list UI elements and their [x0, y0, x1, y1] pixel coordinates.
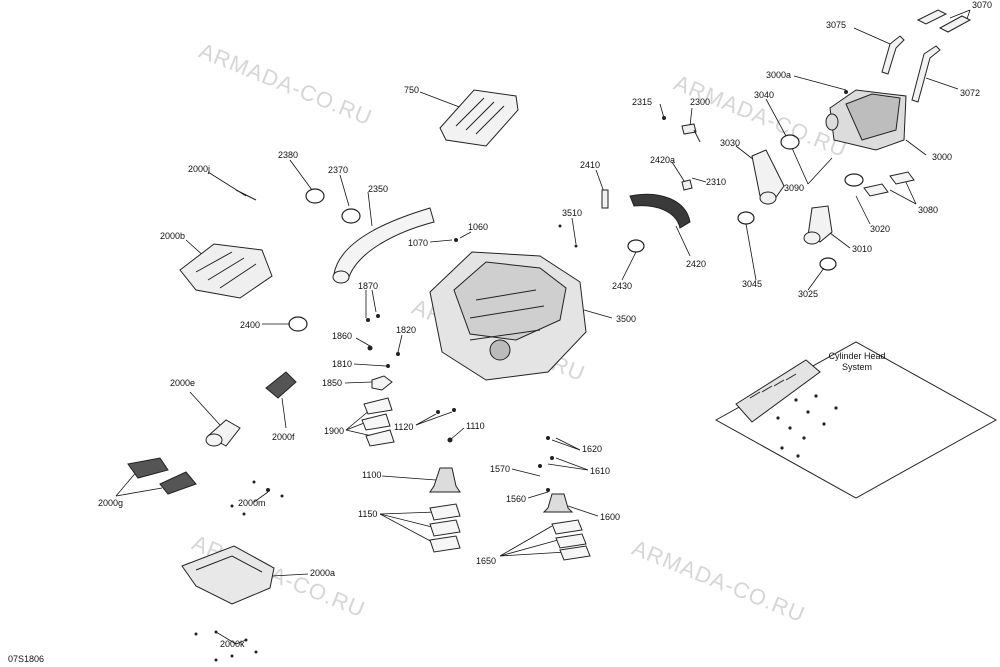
callout-1150: 1150 [358, 509, 378, 519]
callout-2310: 2310 [706, 177, 727, 187]
cylinder-head-box-title: Cylinder Head System [828, 351, 886, 372]
callout-2000f: 2000f [272, 432, 295, 442]
engine-assembly-part [429, 251, 587, 381]
callout-1560: 1560 [506, 494, 527, 504]
clamp-parts [288, 134, 864, 332]
strap-parts [881, 9, 972, 103]
sensor-fitting-parts [601, 123, 701, 209]
callout-3000: 3000 [932, 152, 953, 162]
callout-2380: 2380 [278, 150, 299, 160]
callout-1650: 1650 [476, 556, 497, 566]
callout-2000a: 2000a [310, 568, 336, 578]
callout-750: 750 [404, 85, 420, 95]
callout-2420a: 2420a [650, 155, 676, 165]
callout-1070: 1070 [408, 238, 429, 248]
callout-3020: 3020 [870, 224, 891, 234]
callout-1100: 1100 [362, 470, 382, 480]
callout-1620: 1620 [582, 444, 603, 454]
callout-3025: 3025 [798, 289, 819, 299]
cylinder-head-part [735, 359, 821, 423]
callout-2400: 2400 [240, 320, 261, 330]
callout-2370: 2370 [328, 165, 349, 175]
callout-3045: 3045 [742, 279, 763, 289]
callout-3072: 3072 [960, 88, 981, 98]
intercooler-part [825, 89, 907, 151]
callout-1110: 1110 [466, 421, 485, 431]
callout-3010: 3010 [852, 244, 873, 254]
engine-cover-part [439, 89, 519, 147]
document-number: 07S1806 [8, 654, 45, 664]
mount-plate-part [371, 375, 393, 391]
callout-3075: 3075 [826, 20, 847, 30]
pad-parts [863, 171, 915, 197]
intercooler-hose-parts [751, 149, 833, 245]
callout-2350: 2350 [368, 184, 389, 194]
cylinder-head-bolts [776, 394, 838, 458]
intake-duct-part [332, 207, 435, 284]
callout-1820: 1820 [396, 325, 417, 335]
callout-3030: 3030 [720, 138, 741, 148]
intake-manifold-part [179, 243, 273, 299]
callout-1600: 1600 [600, 512, 621, 522]
callout-2000j: 2000j [188, 164, 211, 174]
callout-2300: 2300 [690, 97, 711, 107]
callout-2315: 2315 [632, 97, 653, 107]
callout-3090: 3090 [784, 183, 805, 193]
sensor-part [235, 189, 257, 201]
callout-3000a: 3000a [766, 70, 792, 80]
callout-1810: 1810 [332, 359, 353, 369]
callout-1610: 1610 [590, 466, 611, 476]
oil-pan-part [181, 545, 275, 605]
coolant-hose-parts [127, 371, 297, 495]
bracket-parts [361, 397, 591, 561]
corrugated-hose-part [629, 193, 691, 229]
callout-1060: 1060 [468, 222, 489, 232]
callout-2000b: 2000b [160, 231, 186, 241]
callout-3070: 3070 [972, 0, 993, 10]
engine-mount-parts [429, 467, 574, 513]
callout-3500: 3500 [616, 314, 637, 324]
callout-2000e: 2000e [170, 378, 196, 388]
callout-2000k: 2000k [220, 639, 245, 649]
callout-2430: 2430 [612, 281, 633, 291]
callout-1860: 1860 [332, 331, 353, 341]
callout-2410: 2410 [580, 160, 601, 170]
callout-1570: 1570 [490, 464, 511, 474]
callout-3510: 3510 [562, 208, 583, 218]
callout-2000m: 2000m [238, 498, 266, 508]
callout-1850: 1850 [322, 378, 343, 388]
callout-1900: 1900 [324, 426, 345, 436]
callout-3080: 3080 [918, 205, 939, 215]
callout-3040: 3040 [754, 90, 775, 100]
callout-1870: 1870 [358, 281, 379, 291]
callout-2000g: 2000g [98, 498, 124, 508]
bolt-parts [194, 90, 848, 662]
callout-1120: 1120 [394, 422, 414, 432]
callout-2420: 2420 [686, 259, 707, 269]
